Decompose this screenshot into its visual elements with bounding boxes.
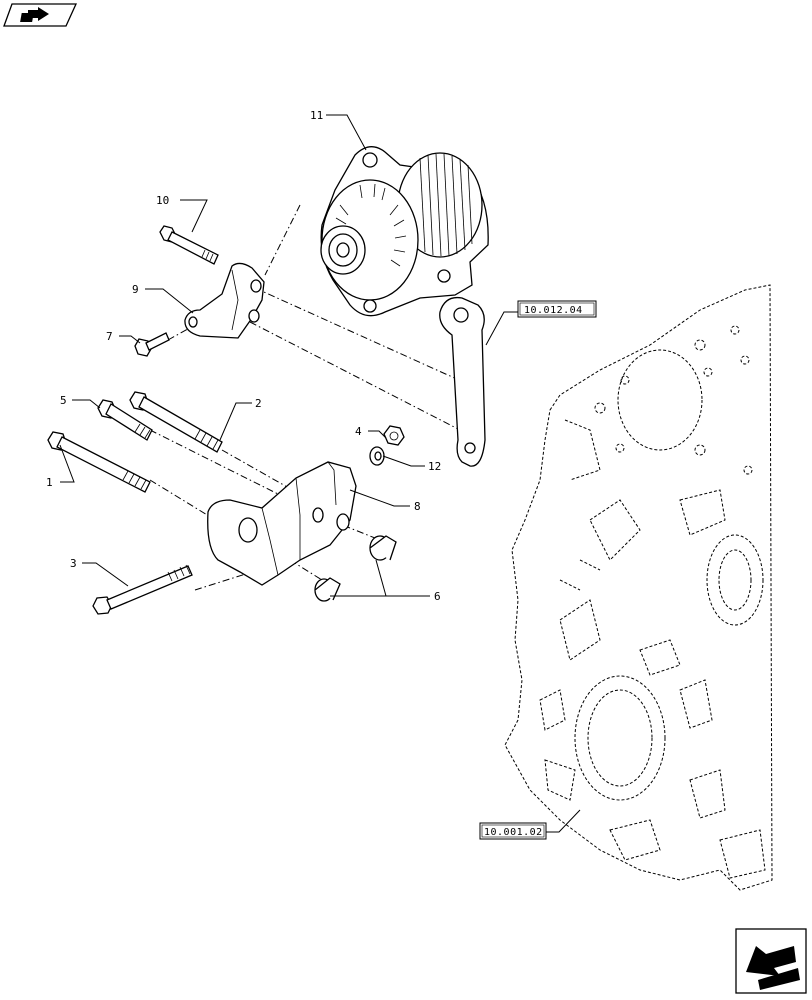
reference-link-10-012-04[interactable]: 10.012.04 <box>517 300 597 318</box>
washer-12 <box>369 446 385 466</box>
callout-2: 2 <box>255 397 262 410</box>
callout-7: 7 <box>106 330 113 343</box>
callout-4: 4 <box>355 425 362 438</box>
reference-label-bottom: 10.001.02 <box>484 827 543 838</box>
back-arrow-icon <box>746 946 800 990</box>
callout-5: 5 <box>60 394 67 407</box>
callout-3: 3 <box>70 557 77 570</box>
callout-1: 1 <box>46 476 53 489</box>
bolt-10 <box>159 225 219 265</box>
callout-labels: 11 10 9 7 5 2 4 12 1 8 3 6 <box>46 109 441 603</box>
bolt-2 <box>129 391 223 453</box>
adjustment-link-arm <box>439 296 486 467</box>
leader-lines <box>59 114 581 833</box>
screw-7 <box>134 332 170 357</box>
callout-9: 9 <box>132 283 139 296</box>
nut-4 <box>383 425 405 446</box>
alternator-upper-bracket <box>184 262 265 339</box>
bolt-3 <box>92 564 193 615</box>
callout-10: 10 <box>156 194 169 207</box>
engine-block-phantom <box>504 284 773 891</box>
bolt-1 <box>47 431 151 493</box>
main-support-bracket <box>207 461 357 586</box>
callout-12: 12 <box>428 460 441 473</box>
bolt-5 <box>97 399 153 441</box>
reference-link-10-001-02[interactable]: 10.001.02 <box>479 822 547 840</box>
previous-page-nav-button[interactable] <box>735 928 807 994</box>
alternator <box>320 146 489 317</box>
callout-8: 8 <box>414 500 421 513</box>
next-page-nav-button[interactable] <box>3 3 78 27</box>
callout-6: 6 <box>434 590 441 603</box>
reference-label-top: 10.012.04 <box>524 305 583 316</box>
bushing-6-upper <box>369 535 397 561</box>
bushing-6-lower <box>314 577 341 602</box>
callout-11: 11 <box>310 109 323 122</box>
forward-arrow-icon <box>20 7 49 22</box>
